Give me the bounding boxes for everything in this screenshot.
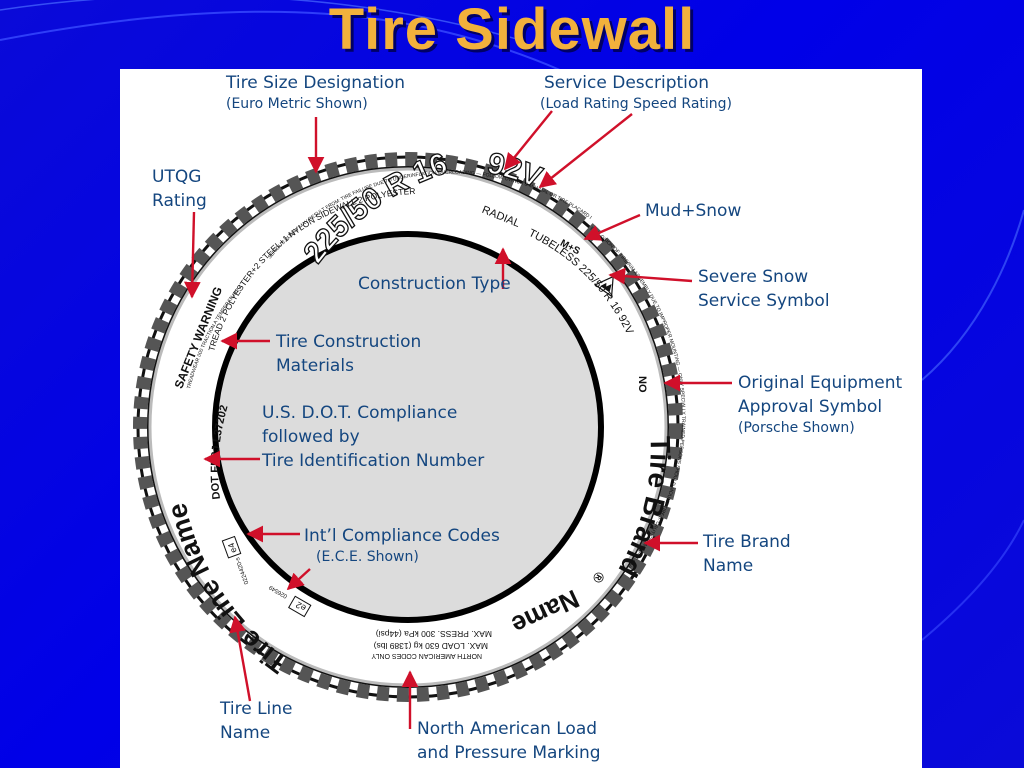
label-severe-snow: Severe Snow Service Symbol <box>698 267 830 311</box>
arrow-speed-rating <box>538 113 633 189</box>
slide-title: Tire Sidewall <box>328 0 696 62</box>
tire-graphic <box>133 152 683 702</box>
severe-snow-icon <box>594 275 614 298</box>
arrow-utqg <box>183 211 201 299</box>
label-original-equipment: Original Equipment Approval Symbol (Pors… <box>738 373 903 436</box>
sidewall-oe-mark: NO <box>636 376 648 393</box>
north-american-marking: NORTH AMERICAN CODES ONLY MAX. LOAD 630 … <box>371 629 492 659</box>
label-utqg: UTQG Rating <box>152 167 207 211</box>
label-north-american: North American Load and Pressure Marking <box>417 719 601 763</box>
rim-area <box>212 231 604 623</box>
arrow-intl-codes-2 <box>286 568 311 591</box>
label-tire-line: Tire Line Name <box>220 699 293 743</box>
label-intl-codes: Int’l Compliance Codes (E.C.E. Shown) <box>304 526 500 565</box>
arrow-load-rating <box>503 110 553 171</box>
callout-arrows <box>183 110 732 729</box>
tire-sidewall-diagram: 225/50 R 16 92V SERIOUS INJURY MAY RESUL… <box>120 69 922 768</box>
label-mud-snow: Mud+Snow <box>645 201 742 221</box>
label-tire-size: Tire Size Designation (Euro Metric Shown… <box>226 73 406 112</box>
svg-text:NORTH AMERICAN CODES ONLY: NORTH AMERICAN CODES ONLY <box>371 652 482 659</box>
tread-blocks <box>133 152 683 702</box>
arrow-mud-snow <box>583 213 641 241</box>
svg-text:MAX. PRESS. 300 kPa (44psi): MAX. PRESS. 300 kPa (44psi) <box>376 629 492 639</box>
svg-text:e2: e2 <box>294 600 308 614</box>
label-construction-materials: Tire Construction Materials <box>276 332 422 376</box>
svg-text:MAX. LOAD 630 kg (1389 lbs): MAX. LOAD 630 kg (1389 lbs) <box>373 641 488 651</box>
label-construction-type: Construction Type <box>358 274 511 294</box>
ece-mark-e2: e2 026549 <box>268 583 312 618</box>
arrow-severe-snow <box>608 267 693 285</box>
label-dot: U.S. D.O.T. Compliance followed by Tire … <box>262 403 485 471</box>
tire-diagram-svg: 225/50 R 16 92V SERIOUS INJURY MAY RESUL… <box>120 69 732 729</box>
svg-text:e4: e4 <box>226 542 239 555</box>
arrow-tire-line <box>229 615 252 702</box>
label-tire-brand: Tire Brand Name <box>703 532 791 576</box>
label-service-description: Service Description (Load Rating Speed R… <box>540 73 733 112</box>
